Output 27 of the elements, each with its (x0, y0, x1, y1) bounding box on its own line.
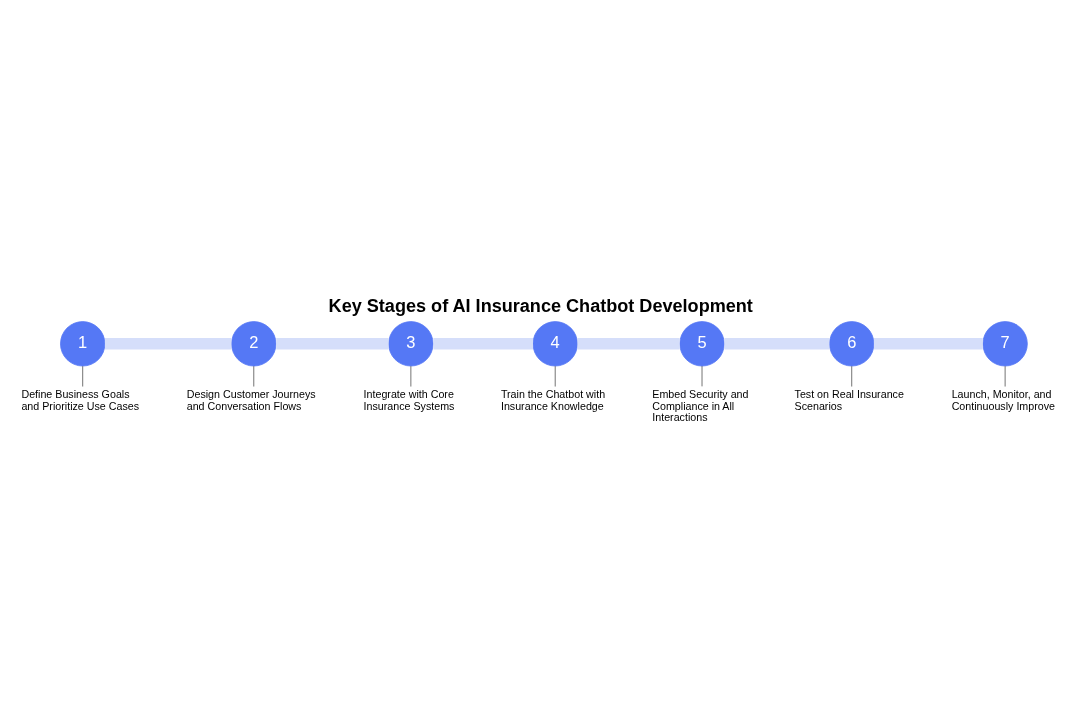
connector (82, 365, 84, 387)
node-text: Design Customer Journeys and Conversation Flows (186, 388, 316, 412)
connector (873, 338, 983, 350)
node-text: Launch, Monitor, and Continuously Improve (951, 388, 1056, 412)
node-circle: 5 (679, 321, 725, 367)
connector (724, 338, 830, 350)
connector (577, 338, 680, 350)
node-circle: 3 (388, 321, 434, 367)
diagram-title: Key Stages of AI Insurance Chatbot Development (328, 296, 753, 317)
node-circle: 6 (829, 321, 875, 367)
node-circle: 7 (982, 321, 1028, 367)
connector (105, 338, 232, 350)
connector (410, 365, 412, 387)
node-circle: 1 (60, 321, 106, 367)
connector (433, 338, 533, 350)
connector (851, 365, 853, 387)
node-circle: 4 (532, 321, 578, 367)
connector (1004, 365, 1006, 387)
node-text: Test on Real Insurance Scenarios (794, 388, 904, 412)
node-text: Train the Chatbot with Insurance Knowledge (500, 388, 606, 412)
node-text: Define Business Goals and Prioritize Use Cases (21, 388, 140, 412)
node-text: Embed Security and Compliance in All Interactions (652, 388, 749, 424)
node-text: Integrate with Core Insurance Systems (363, 388, 455, 412)
connector (276, 338, 389, 350)
connector (554, 365, 556, 387)
node-circle: 2 (231, 321, 277, 367)
connector (253, 365, 255, 387)
